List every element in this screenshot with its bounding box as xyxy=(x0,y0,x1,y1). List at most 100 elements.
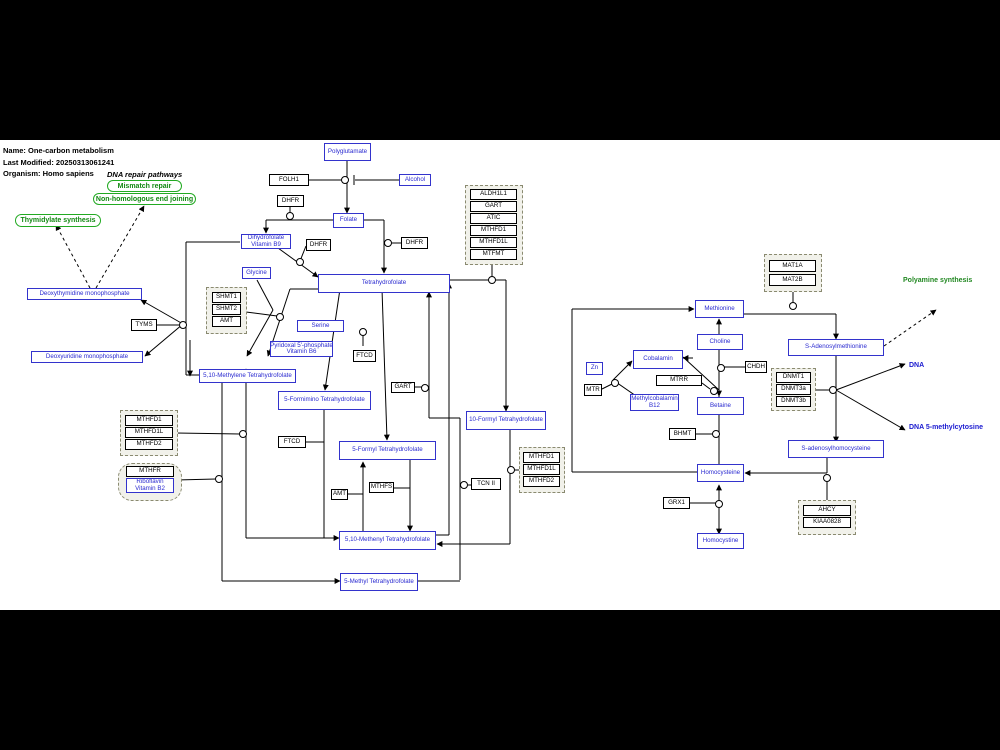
nhej-pathway[interactable]: Non-homologous end joining xyxy=(93,193,196,205)
edge-cobalamin-betaine xyxy=(682,356,720,391)
gene-ahcy[interactable]: AHCY xyxy=(803,505,851,516)
formyl10-thf-node[interactable]: 10-Formyl Tetrahydrofolate xyxy=(466,411,546,430)
gene-mat1a[interactable]: MAT1A xyxy=(769,260,816,272)
organism: Organism: Homo sapiens xyxy=(3,169,94,178)
gene-mthfd1l-c[interactable]: MTHFD1L xyxy=(125,427,173,438)
gene-tcn2[interactable]: TCN II xyxy=(471,478,501,490)
gene-mtrr[interactable]: MTRR xyxy=(656,375,702,386)
dihydrofolate-label: Dihydrofolate xyxy=(247,234,285,241)
gene-tyms[interactable]: TYMS xyxy=(131,319,157,331)
gene-dnmt3b[interactable]: DNMT3b xyxy=(776,396,811,407)
methylcobalamin-label: Methylcobalamin xyxy=(631,395,678,402)
gene-dhfr-c[interactable]: DHFR xyxy=(401,237,428,249)
formyl5-thf-node[interactable]: 5-Formyl Tetrahydrofolate xyxy=(339,441,436,460)
dump-node[interactable]: Deoxyuridine monophosphate xyxy=(31,351,143,363)
gene-mtr[interactable]: MTR xyxy=(584,384,602,396)
gene-mthfr[interactable]: MTHFR xyxy=(126,466,174,477)
plp-label: Pyridoxal 5'-phosphate xyxy=(270,341,333,349)
gene-shmt2[interactable]: SHMT2 xyxy=(212,304,241,315)
gene-ftcd-a[interactable]: FTCD xyxy=(353,350,376,362)
riboflavin-node[interactable]: Riboflavin Vitamin B2 xyxy=(126,478,174,493)
gene-mat2b[interactable]: MAT2B xyxy=(769,274,816,286)
gene-folh1[interactable]: FOLH1 xyxy=(269,174,309,186)
methyl-thf-node[interactable]: 5-Methyl Tetrahydrofolate xyxy=(340,573,418,591)
gene-mthfd2-c[interactable]: MTHFD2 xyxy=(125,439,173,450)
serine-node[interactable]: Serine xyxy=(297,320,344,332)
edge-layer xyxy=(55,161,937,584)
gene-chdh[interactable]: CHDH xyxy=(745,361,767,373)
gene-mthfd2-b[interactable]: MTHFD2 xyxy=(523,476,560,487)
gene-bhmt[interactable]: BHMT xyxy=(669,428,696,440)
edge-mthfd1-c xyxy=(175,432,241,435)
betaine-node[interactable]: Betaine xyxy=(697,397,744,415)
dtmp-node[interactable]: Deoxythymidine monophosphate xyxy=(27,288,142,300)
vitamin-b2-label: Vitamin B2 xyxy=(135,484,165,492)
gene-shmt1[interactable]: SHMT1 xyxy=(212,292,241,303)
gene-mthfs[interactable]: MTHFS xyxy=(369,482,394,493)
gene-mthfd1-b[interactable]: MTHFD1 xyxy=(523,452,560,463)
sam-node[interactable]: S-Adenosylmethionine xyxy=(788,339,884,356)
homocystine-node[interactable]: Homocystine xyxy=(697,533,744,549)
dihydrofolate-node[interactable]: Dihydrofolate Vitamin B9 xyxy=(241,234,291,249)
edge-mtrr xyxy=(701,382,711,390)
gene-aldh1l1[interactable]: ALDH1L1 xyxy=(470,189,517,200)
alcohol-node[interactable]: Alcohol xyxy=(399,174,431,186)
edge-mthfr xyxy=(175,478,217,481)
gene-dhfr-a[interactable]: DHFR xyxy=(277,195,304,207)
edge-shmt xyxy=(245,311,278,317)
gene-atic[interactable]: ATIC xyxy=(470,213,517,224)
gene-amt-b[interactable]: AMT xyxy=(331,489,348,500)
plp-node[interactable]: Pyridoxal 5'-phosphate Vitamin B6 xyxy=(270,341,333,357)
gene-mtfmt[interactable]: MTFMT xyxy=(470,249,517,260)
pathway-canvas: Name: One-carbon metabolism Last Modifie… xyxy=(0,140,1000,610)
gene-mthfd1l-b[interactable]: MTHFD1L xyxy=(523,464,560,475)
gene-gart-a[interactable]: GART xyxy=(391,382,415,393)
zn-node[interactable]: Zn xyxy=(586,362,603,375)
folate-node[interactable]: Folate xyxy=(333,213,364,228)
edge-dna-methyl-b xyxy=(835,389,906,431)
polyamine-synthesis-label[interactable]: Polyamine synthesis xyxy=(903,277,973,284)
methionine-node[interactable]: Methionine xyxy=(695,300,744,318)
vitamin-b6-label: Vitamin B6 xyxy=(286,348,317,355)
gene-mthfd1-c[interactable]: MTHFD1 xyxy=(125,415,173,426)
last-modified: Last Modified: 20250313061241 xyxy=(3,158,115,167)
dna-5-methylcytosine-label[interactable]: DNA 5-methylcytosine xyxy=(909,424,984,431)
gene-dhfr-b[interactable]: DHFR xyxy=(306,239,331,251)
edge-dna-repair xyxy=(95,205,145,289)
vitamin-b9-label: Vitamin B9 xyxy=(251,240,281,248)
sah-node[interactable]: S-adenosylhomocysteine xyxy=(788,440,884,458)
gene-mthfd1l-a[interactable]: MTHFD1L xyxy=(470,237,517,248)
thymidylate-synthesis-pathway[interactable]: Thymidylate synthesis xyxy=(15,214,101,227)
edge-thf-formimino xyxy=(322,288,341,391)
formimino-thf-node[interactable]: 5-Formimino Tetrahydrofolate xyxy=(278,391,371,410)
gene-dnmt1[interactable]: DNMT1 xyxy=(776,372,811,383)
dna-label[interactable]: DNA xyxy=(909,362,925,369)
cobalamin-node[interactable]: Cobalamin xyxy=(633,350,683,369)
homocysteine-node[interactable]: Homocysteine xyxy=(697,464,744,482)
methylene-thf-node[interactable]: 5,10-Methylene Tetrahydrofolate xyxy=(199,369,296,383)
glycine-node[interactable]: Glycine xyxy=(242,267,271,279)
gene-kiaa0828[interactable]: KIAA0828 xyxy=(803,517,851,528)
gene-mthfd1-a[interactable]: MTHFD1 xyxy=(470,225,517,236)
gene-amt-a[interactable]: AMT xyxy=(212,316,241,327)
gene-gart-b[interactable]: GART xyxy=(470,201,517,212)
riboflavin-label: Riboflavin xyxy=(136,478,164,485)
edge-thf-formyl5 xyxy=(381,288,390,441)
edge-dump-dtmp xyxy=(140,299,184,325)
mismatch-repair-pathway[interactable]: Mismatch repair xyxy=(107,180,182,192)
choline-node[interactable]: Choline xyxy=(697,334,743,350)
edge-sam-polyamine xyxy=(883,309,937,347)
gene-ftcd-b[interactable]: FTCD xyxy=(278,436,306,448)
methenyl-thf-node[interactable]: 5,10-Methenyl Tetrahydrofolate xyxy=(339,531,436,550)
edge-dna-methyl-a xyxy=(835,363,906,391)
edge-mtr xyxy=(601,383,613,390)
edge-thymidylate xyxy=(55,224,91,289)
b12-label: B12 xyxy=(648,401,660,409)
methylcobalamin-node[interactable]: Methylcobalamin B12 xyxy=(630,394,679,411)
tetrahydrofolate-node[interactable]: Tetrahydrofolate xyxy=(318,274,450,293)
pathway-name: Name: One-carbon metabolism xyxy=(3,146,114,155)
polyglutamate-node[interactable]: Polyglutamate xyxy=(324,143,371,161)
gene-dnmt3a[interactable]: DNMT3a xyxy=(776,384,811,395)
gene-grx1[interactable]: GRX1 xyxy=(663,497,690,509)
edge-glycine-methylene xyxy=(256,279,274,311)
